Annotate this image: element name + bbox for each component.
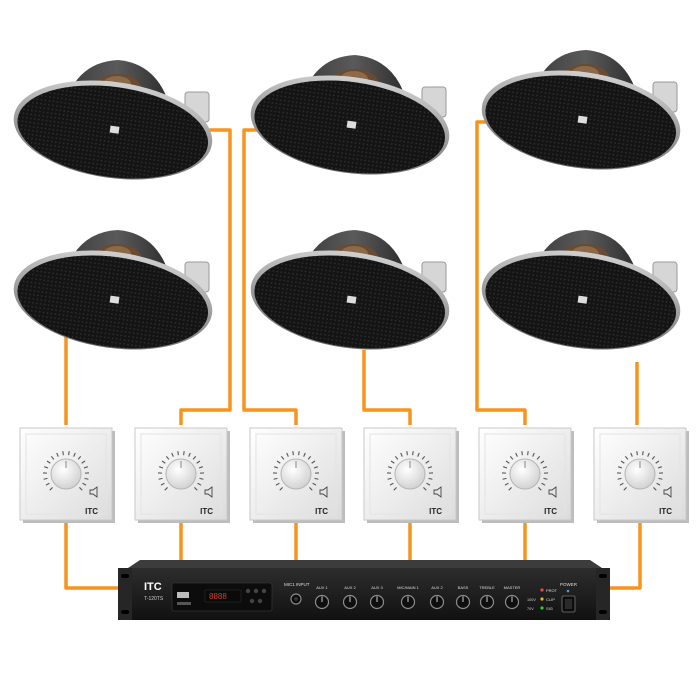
volume-controller-6: ITC bbox=[594, 428, 689, 523]
indicator-led bbox=[540, 588, 543, 591]
rack-hole-right-bottom bbox=[599, 610, 607, 614]
amp-knob-3: AUX 3 bbox=[371, 585, 384, 609]
ceiling-speaker-4 bbox=[7, 230, 218, 361]
amp-knob-label: AUX 3 bbox=[371, 585, 383, 590]
media-button-1[interactable] bbox=[246, 589, 250, 593]
grille-logo-badge bbox=[110, 126, 120, 134]
indicator-prefix-label: 70V bbox=[527, 607, 534, 611]
ceiling-speaker-3 bbox=[475, 50, 686, 181]
grille-logo-badge bbox=[578, 296, 588, 304]
volume-controller-4: ITC bbox=[364, 428, 459, 523]
amp-knob-label: AUX 1 bbox=[316, 585, 328, 590]
volume-controller-3: ITC bbox=[250, 428, 345, 523]
ceiling-speaker-6 bbox=[475, 230, 686, 361]
amp-knob-5: AUX 2 bbox=[431, 585, 444, 609]
media-button-3[interactable] bbox=[262, 589, 266, 593]
indicator-led bbox=[540, 597, 543, 600]
amp-knob-label: TREBLE bbox=[479, 585, 495, 590]
grille-logo-badge bbox=[347, 296, 357, 304]
volume-controller-group: ITC ITC ITC ITC ITC ITC bbox=[20, 428, 689, 523]
rack-hole-right-top bbox=[599, 574, 607, 578]
indicator-label: CLIP bbox=[546, 597, 555, 602]
sd-card-slot[interactable] bbox=[177, 602, 191, 605]
media-button-2[interactable] bbox=[254, 589, 258, 593]
controller-brand-logo: ITC bbox=[429, 507, 442, 516]
grille-logo-badge bbox=[110, 296, 120, 304]
ceiling-speaker-1 bbox=[7, 60, 218, 191]
grille-logo-badge bbox=[347, 121, 357, 129]
mic-input-jack-core bbox=[294, 597, 298, 601]
mixer-amplifier: ITC T-120TS 8888 MIC1 INPUT AUX 1 AUX 2 AU… bbox=[118, 560, 610, 620]
indicator-label: PROT bbox=[546, 588, 558, 593]
indicator-prefix-label: 100V bbox=[527, 598, 536, 602]
rack-hole-left-bottom bbox=[121, 610, 129, 614]
amp-knob-1: AUX 1 bbox=[316, 585, 329, 609]
amp-model: T-120TS bbox=[144, 596, 164, 602]
controller-brand-logo: ITC bbox=[315, 507, 328, 516]
amp-knob-2: AUX 2 bbox=[344, 585, 357, 609]
ceiling-speaker-2 bbox=[244, 55, 455, 186]
power-label: POWER bbox=[560, 582, 578, 587]
power-led bbox=[567, 590, 570, 593]
controller-brand-logo: ITC bbox=[200, 507, 213, 516]
amp-knob-label: AUX 2 bbox=[431, 585, 443, 590]
controller-brand-logo: ITC bbox=[659, 507, 672, 516]
ceiling-speaker-5 bbox=[244, 230, 455, 361]
controller-brand-logo: ITC bbox=[544, 507, 557, 516]
controller-brand-logo: ITC bbox=[85, 507, 98, 516]
media-button-4[interactable] bbox=[250, 599, 254, 603]
volume-controller-2: ITC bbox=[135, 428, 230, 523]
power-switch-rocker bbox=[565, 599, 572, 609]
indicator-led bbox=[540, 606, 543, 609]
usb-port[interactable] bbox=[177, 592, 189, 598]
amp-knob-label: BASS bbox=[458, 585, 469, 590]
amp-knob-label: AUX 2 bbox=[344, 585, 356, 590]
grille-logo-badge bbox=[578, 116, 588, 124]
amp-top-face bbox=[128, 560, 602, 568]
amp-knob-label: MASTER bbox=[504, 585, 521, 590]
rack-hole-left-top bbox=[121, 574, 129, 578]
amp-brand: ITC bbox=[144, 581, 162, 593]
wire-speaker-5-to-controller-4 bbox=[364, 350, 410, 425]
volume-controller-5: ITC bbox=[479, 428, 574, 523]
amp-knob-label: MIC/MAIN 1 bbox=[397, 585, 420, 590]
indicator-label: SIG bbox=[546, 606, 553, 611]
mic-input-label: MIC1 INPUT bbox=[284, 582, 310, 587]
volume-controller-1: ITC bbox=[20, 428, 115, 523]
amp-knob-6: BASS bbox=[457, 585, 470, 609]
media-button-5[interactable] bbox=[258, 599, 262, 603]
speaker-group bbox=[7, 50, 686, 361]
display-readout: 8888 bbox=[209, 592, 227, 601]
